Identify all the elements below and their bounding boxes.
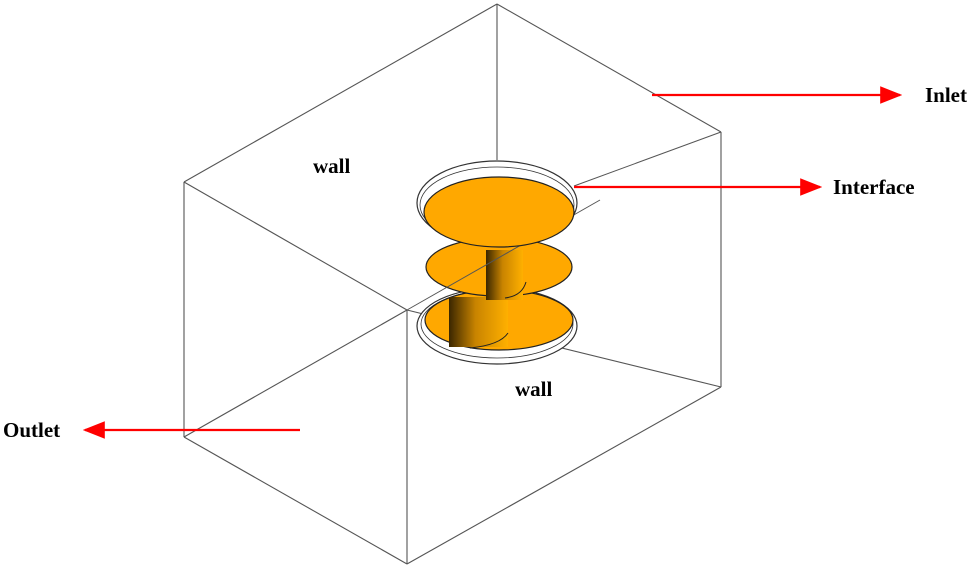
inlet-label: Inlet: [925, 83, 967, 107]
rotor: [406, 131, 722, 365]
interface-label: Interface: [833, 175, 915, 199]
rotor-blade-lower: [449, 297, 508, 347]
wall-label-top: wall: [313, 154, 351, 178]
edge: [183, 309, 408, 438]
edge: [573, 131, 722, 187]
edge: [496, 3, 722, 133]
rotor-disk-top: [423, 176, 575, 248]
rotor-blade-upper: [486, 250, 523, 300]
edge: [183, 3, 498, 183]
edge: [183, 181, 408, 311]
blade-curve: [504, 281, 527, 299]
outlet-label: Outlet: [3, 418, 60, 442]
edge: [183, 436, 408, 565]
edge: [406, 386, 722, 565]
arrows: [82, 86, 903, 439]
box-edges: [183, 3, 722, 565]
wall-label-front: wall: [515, 377, 553, 401]
blade-curve: [469, 332, 509, 349]
